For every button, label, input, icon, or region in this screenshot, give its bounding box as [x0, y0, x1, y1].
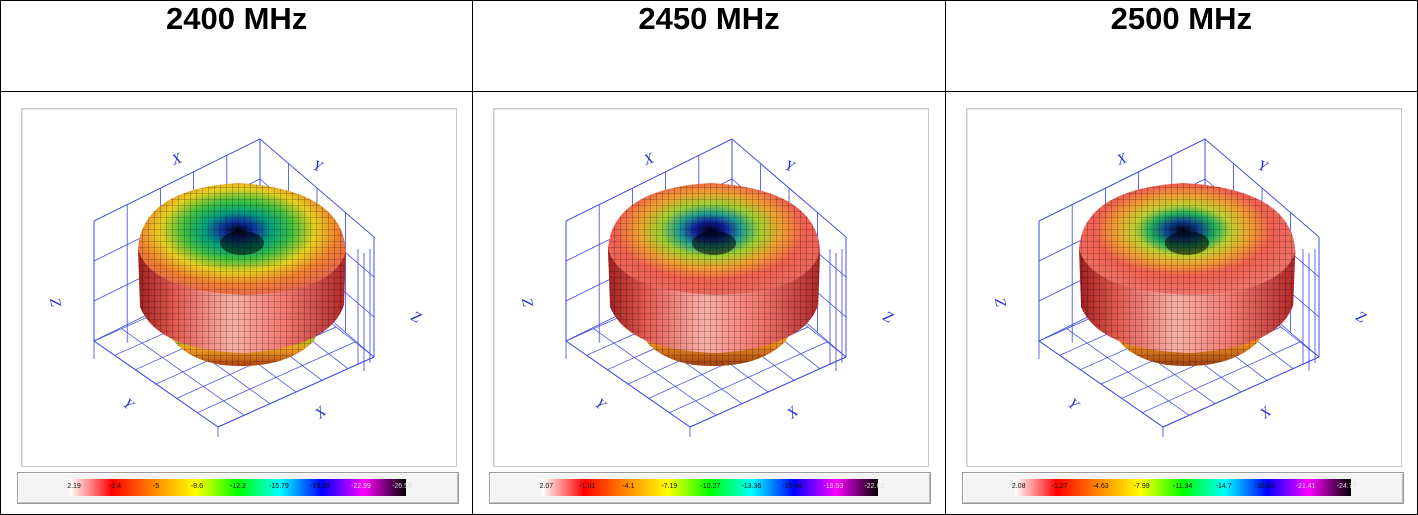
- axis-letter-z: Z: [1353, 309, 1369, 327]
- colorbar-tick-label: -10.27: [700, 483, 721, 490]
- axis-letter-x: X: [784, 403, 803, 422]
- colorbar-legend: 2.07 -1.01 -4.1 -7.19 -10.27 -13.36 -16.44 -19.…: [489, 472, 932, 504]
- axis-letter-y: Y: [783, 158, 798, 176]
- radiation-pattern-surface: [138, 183, 346, 366]
- colorbar-tick-label: -19.53: [823, 483, 844, 490]
- axis-letter-x: X: [312, 403, 331, 422]
- colorbar-tick-label: -4.63: [1092, 483, 1109, 490]
- colorbar-tick-label: -26.59: [392, 483, 412, 490]
- colorbar-tick-label: -22.99: [351, 483, 371, 490]
- radiation-pattern-surface: [608, 183, 821, 366]
- axis-letter-z: Z: [46, 297, 63, 309]
- panel-cell-2500: X Y Z Z Y X 2.08 -1.27 -4.63 -7.99 -11.34 -14.7 -18…: [944, 91, 1418, 515]
- colorbar-tick-label: -16.44: [782, 483, 803, 490]
- colorbar-tick-label: -21.41: [1295, 483, 1316, 490]
- colorbar-gradient: 2.08 -1.27 -4.63 -7.99 -11.34 -14.7 -18.06 -21.…: [1011, 479, 1357, 496]
- panel-cell-2400: X Y Z Z Y X 2.19 -1.4 -5 -8.6 -12.2 -15.79 -19.39 -2…: [0, 91, 474, 515]
- axis-letter-z: Z: [991, 297, 1008, 309]
- colorbar-tick-label: -5: [152, 483, 160, 490]
- colorbar-legend: 2.19 -1.4 -5 -8.6 -12.2 -15.79 -19.39 -22.99 -26…: [17, 472, 459, 504]
- radiation-pattern-3d-plot: X Y Z Z Y X: [965, 108, 1402, 467]
- colorbar-tick-label: -4.1: [622, 483, 635, 490]
- colorbar-tick-label: -1.4: [108, 483, 122, 490]
- colorbar-tick-label: -1.27: [1051, 483, 1068, 490]
- frequency-header-2400: 2400 MHz: [0, 0, 474, 92]
- axis-letter-y: Y: [592, 396, 610, 415]
- axis-letter-x: X: [169, 150, 185, 169]
- frequency-header-2450: 2450 MHz: [472, 0, 946, 92]
- colorbar-legend: 2.08 -1.27 -4.63 -7.99 -11.34 -14.7 -18.06 -21.…: [961, 472, 1404, 504]
- radiation-pattern-surface: [1078, 183, 1295, 366]
- axis-letter-y: Y: [311, 158, 326, 176]
- colorbar-tick-label: -7.99: [1133, 483, 1150, 490]
- axis-letter-y: Y: [119, 396, 137, 415]
- colorbar-tick-label: -11.34: [1172, 483, 1193, 490]
- colorbar-tick-label: -18.06: [1254, 483, 1275, 490]
- colorbar-tick-label: -7.19: [661, 483, 678, 490]
- axis-letter-z: Z: [880, 309, 896, 327]
- axis-letter-x: X: [1256, 403, 1275, 422]
- colorbar-tick-label: -1.01: [579, 483, 596, 490]
- radiation-pattern-3d-plot: X Y Z Z Y X: [21, 108, 457, 467]
- colorbar-tick-label: -13.36: [741, 483, 762, 490]
- axis-letter-z: Z: [518, 297, 535, 309]
- axis-letter-y: Y: [1064, 396, 1082, 415]
- colorbar-tick-label: -24.77: [1336, 483, 1357, 490]
- axis-letter-x: X: [641, 150, 657, 169]
- colorbar-gradient: 2.07 -1.01 -4.1 -7.19 -10.27 -13.36 -16.44 -19.…: [539, 479, 884, 496]
- colorbar-tick-label: -12.2: [230, 483, 246, 490]
- axis-letter-x: X: [1114, 150, 1130, 169]
- radiation-pattern-3d-plot: X Y Z Z Y X: [493, 108, 930, 467]
- axis-letter-y: Y: [1255, 158, 1270, 176]
- colorbar-tick-label: -15.79: [269, 483, 289, 490]
- colorbar-tick-label: -19.39: [310, 483, 330, 490]
- colorbar-tick-label: -14.7: [1215, 483, 1232, 490]
- colorbar-tick-label: 2.08: [1011, 483, 1026, 490]
- colorbar-tick-label: 2.07: [539, 483, 554, 490]
- frequency-header-2500: 2500 MHz: [944, 0, 1418, 92]
- colorbar-tick-label: -8.6: [190, 483, 204, 490]
- axis-letter-z: Z: [408, 309, 424, 327]
- panel-cell-2450: X Y Z Z Y X 2.07 -1.01 -4.1 -7.19 -10.27 -13.36 -16…: [472, 91, 946, 515]
- colorbar-tick-label: 2.19: [67, 483, 81, 490]
- colorbar-gradient: 2.19 -1.4 -5 -8.6 -12.2 -15.79 -19.39 -22.99 -26…: [67, 479, 412, 496]
- colorbar-tick-label: -22.62: [864, 483, 885, 490]
